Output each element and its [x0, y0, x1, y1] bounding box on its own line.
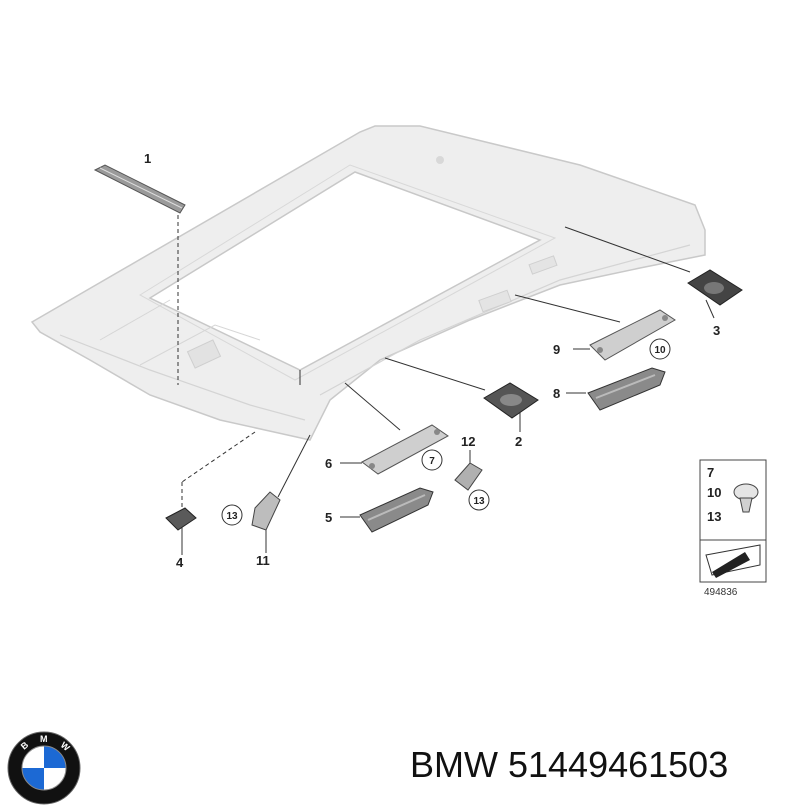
- fastener-legend: 7 10 13 494836: [699, 459, 767, 598]
- bmw-logo: B M W: [7, 731, 81, 805]
- callout-8: 8: [553, 386, 560, 401]
- svg-text:M: M: [40, 734, 48, 744]
- part-1-trim-strip: [93, 164, 186, 214]
- part-2-sensor-cover: [483, 382, 539, 419]
- leader-lines: [177, 215, 715, 555]
- callout-13-right: 13: [473, 496, 485, 507]
- part-6-bracket: [361, 424, 449, 475]
- callout-3: 3: [713, 323, 720, 338]
- callout-6: 6: [325, 456, 332, 471]
- circled-callouts: 10 7 13 13: [221, 338, 671, 526]
- part-12-clip: [454, 462, 483, 491]
- legend-number-13: 13: [707, 509, 721, 524]
- callout-2: 2: [515, 434, 522, 449]
- callout-10: 10: [654, 345, 666, 356]
- callout-9: 9: [553, 342, 560, 357]
- legend-number-10: 10: [707, 485, 721, 500]
- svg-text:B: B: [19, 739, 31, 751]
- callout-5: 5: [325, 510, 332, 525]
- callout-13-left: 13: [226, 511, 238, 522]
- screw-clip-icon: [733, 483, 759, 513]
- callout-11: 11: [256, 553, 270, 568]
- part-8-grab-handle: [587, 367, 666, 411]
- arrow-symbol-icon: [705, 544, 761, 578]
- callout-1: 1: [144, 151, 151, 166]
- legend-number-7: 7: [707, 465, 714, 480]
- callout-4: 4: [176, 555, 184, 570]
- part-5-grab-handle: [359, 487, 434, 533]
- part-11-cover: [251, 491, 281, 531]
- part-3-sensor-cover: [687, 269, 743, 306]
- part-number-caption: BMW 51449461503: [410, 744, 729, 785]
- reference-code: 494836: [704, 587, 738, 598]
- headliner-panel: [30, 125, 706, 441]
- callout-labels: 1 3 9 8 2 12 6 5 4 11: [144, 151, 720, 570]
- callout-7: 7: [429, 456, 435, 467]
- part-9-bracket: [589, 309, 676, 361]
- part-4-cover: [165, 507, 197, 531]
- callout-12: 12: [461, 434, 475, 449]
